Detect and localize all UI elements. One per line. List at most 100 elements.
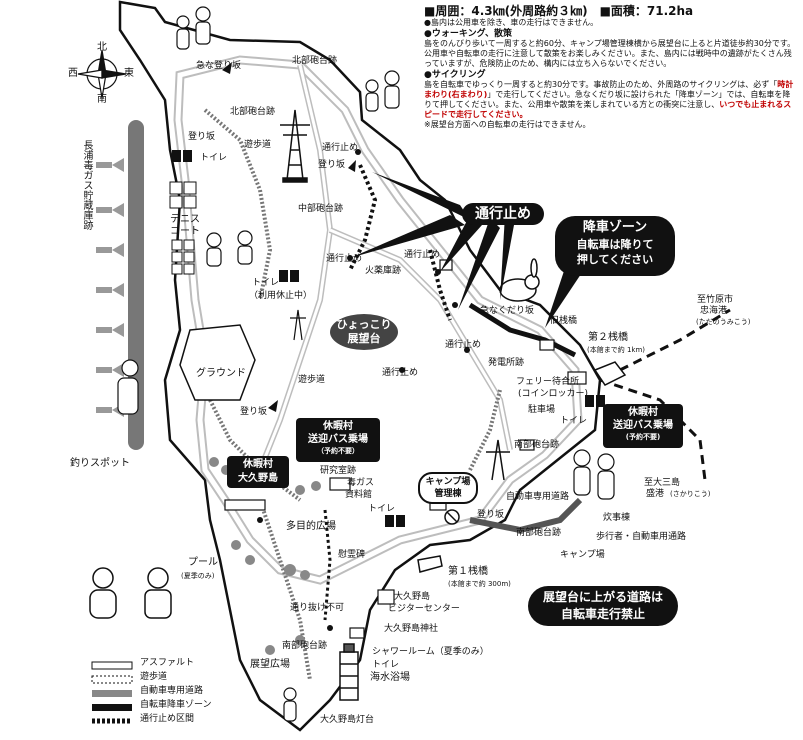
label-monument: 慰霊碑 bbox=[338, 550, 366, 560]
closed-section-3 bbox=[323, 509, 332, 621]
label-toilet-2-note: （利用休止中） bbox=[249, 291, 313, 301]
trail-4 bbox=[468, 389, 502, 471]
label-poison-gas-2: 資料館 bbox=[345, 490, 373, 500]
cycling-red-1: 時計まわり(右まわり) bbox=[424, 80, 794, 99]
uphill-arrows bbox=[222, 62, 356, 412]
label-closed-3: 通行止め bbox=[326, 254, 363, 264]
label-uphill-2: 登り坂 bbox=[318, 160, 346, 170]
label-to-omishima-3: (さかりこう) bbox=[670, 490, 711, 498]
bus-east-note: (予約不要) bbox=[625, 433, 661, 441]
ground-field bbox=[179, 324, 256, 401]
compass-south: 南 bbox=[97, 94, 107, 105]
no-entry-callout-rays bbox=[350, 172, 514, 310]
dismount-zone-path bbox=[468, 302, 577, 358]
cycling-text: 島を自転車でゆっくり一周すると約30分です。事故防止のため、外周路のサイクリング… bbox=[424, 80, 798, 120]
legend-label-car: 自動車専用道路 bbox=[140, 686, 204, 696]
walking-heading: ●ウォーキング、散策 bbox=[424, 29, 512, 39]
legend-row: アスファルト bbox=[92, 658, 282, 670]
car-road bbox=[469, 497, 583, 534]
legend-row: 自動車専用道路 bbox=[92, 686, 282, 698]
dismount-callout-pointer bbox=[545, 268, 585, 328]
label-visitor-center-1: 大久野島 bbox=[394, 592, 431, 602]
resort-label: 休暇村 大久野島 bbox=[227, 456, 289, 488]
label-south-battery-2: 南部砲台跡 bbox=[516, 528, 562, 538]
label-south-battery: 南部砲台跡 bbox=[514, 440, 560, 450]
observatory-line2: 展望台 bbox=[347, 332, 381, 345]
label-power-plant: 発電所跡 bbox=[488, 358, 525, 368]
label-cooking: 炊事棟 bbox=[603, 513, 631, 523]
info-panel: ■周囲：4.3㎞(外周路約３㎞) ■面積：71.2ha ●島内は公用車を除き、車… bbox=[424, 4, 798, 130]
note-vehicles: ●島内は公用車を除き、車の走行はできません。 bbox=[424, 18, 599, 27]
compass bbox=[77, 49, 127, 99]
compass-north: 北 bbox=[97, 42, 107, 53]
label-beach: 海水浴場 bbox=[370, 672, 410, 683]
label-to-omishima-2: 盛港 bbox=[646, 489, 665, 499]
resort-line2: 大久野島 bbox=[238, 473, 278, 484]
bus-east-line1: 休暇村 bbox=[628, 407, 658, 418]
cycling-text-2: 」で走行してください。急なくだり坂に設けられた「降車ゾーン」では、自転車を降りて… bbox=[424, 90, 791, 109]
walking-text: 島をのんびり歩いて一周すると約60分、キャンプ場管理棟横から展望台に上ると片道徒… bbox=[424, 39, 796, 68]
trail-3 bbox=[258, 499, 312, 681]
power-pylon-north bbox=[280, 109, 310, 183]
bus-west-line1: 休暇村 bbox=[323, 421, 353, 432]
label-shower: シャワールーム（夏季のみ） bbox=[372, 647, 489, 657]
label-uphill-3: 登り坂 bbox=[240, 407, 268, 417]
label-poison-gas-1: 毒ガス bbox=[347, 478, 375, 488]
label-old-pier: 旧桟橋 bbox=[550, 316, 578, 326]
label-visitor-center-2: ビジターセンター bbox=[388, 604, 460, 614]
label-lighthouse: 大久野島灯台 bbox=[320, 715, 375, 725]
label-pier2-note: (本館まで約 1km) bbox=[587, 346, 646, 354]
label-steep-up-top: 急な登り坂 bbox=[196, 61, 242, 71]
label-to-takehara-2: 忠海港 bbox=[700, 306, 728, 316]
label-uphill-1: 登り坂 bbox=[188, 132, 216, 142]
legend-label-trail: 遊歩道 bbox=[140, 672, 168, 682]
cycling-heading: ●サイクリング bbox=[424, 70, 486, 80]
label-ped-car: 歩行者・自動車用通路 bbox=[596, 532, 687, 542]
pool-figures bbox=[89, 567, 172, 619]
legend-swatches bbox=[91, 661, 133, 724]
dismount-zone-callout: 降車ゾーン 自転車は降りて 押してください bbox=[555, 216, 675, 276]
label-tennis-2: コート bbox=[170, 226, 200, 237]
label-ground: グラウンド bbox=[196, 368, 246, 379]
gas-storage-arrows bbox=[96, 158, 124, 417]
label-pier1: 第１桟橋 bbox=[448, 566, 488, 577]
cycling-text-1: 島を自転車でゆっくり一周すると約30分です。事故防止のため、外周路のサイクリング… bbox=[424, 80, 778, 89]
label-to-omishima-1: 至大三島 bbox=[644, 478, 681, 488]
legend-row: 通行止め区間 bbox=[92, 714, 282, 726]
label-car-road: 自動車専用道路 bbox=[506, 492, 570, 502]
trail-1 bbox=[203, 108, 273, 301]
camp-line2: 管理棟 bbox=[434, 489, 462, 499]
power-pylon-south bbox=[486, 439, 510, 481]
no-entry-callout: 通行止め bbox=[462, 203, 544, 225]
resort-line1: 休暇村 bbox=[243, 459, 273, 470]
label-parking: 駐車場 bbox=[528, 405, 556, 415]
shuttle-bus-stop-east: 休暇村 送迎バス乗場 (予約不要) bbox=[603, 404, 683, 448]
observatory-label: ひょっこり 展望台 bbox=[330, 314, 398, 350]
gas-storage-text: 長浦毒ガス貯蔵庫跡 bbox=[81, 140, 92, 230]
legend-label-asphalt: アスファルト bbox=[140, 658, 195, 668]
bike-ban-callout: 展望台に上がる道路は 自転車走行禁止 bbox=[528, 586, 678, 626]
cycling-note: ※展望台方面への自転車の走行はできません。 bbox=[424, 120, 591, 129]
legend-row: 遊歩道 bbox=[92, 672, 282, 684]
label-path-1: 遊歩道 bbox=[244, 140, 272, 150]
legend-label-closed: 通行止め区間 bbox=[140, 714, 195, 724]
tennis-courts bbox=[169, 181, 197, 275]
camp-line1: キャンプ場 bbox=[425, 477, 471, 487]
label-south-battery-3: 南部砲台跡 bbox=[282, 641, 328, 651]
toilet-icons bbox=[172, 150, 605, 527]
closed-section-2 bbox=[428, 249, 452, 321]
dismount-line2: 押してください bbox=[576, 253, 654, 266]
label-north-battery: 北部砲台跡 bbox=[292, 56, 338, 66]
label-toilet-1: トイレ bbox=[200, 153, 228, 163]
label-closed-4: 通行止め bbox=[445, 340, 482, 350]
island-stats: ■周囲：4.3㎞(外周路約３㎞) ■面積：71.2ha bbox=[424, 4, 694, 18]
label-closed-1: 通行止め bbox=[322, 143, 359, 153]
dismount-title: 降車ゾーン bbox=[582, 220, 648, 235]
label-pool-note: (夏季のみ) bbox=[181, 572, 215, 580]
label-arsenal: 火薬庫跡 bbox=[365, 266, 402, 276]
label-observation-plaza: 展望広場 bbox=[250, 659, 290, 670]
label-north-battery-2: 北部砲台跡 bbox=[230, 107, 276, 117]
bus-west-note: （予約不要） bbox=[317, 447, 359, 455]
camp-office-label: キャンプ場 管理棟 bbox=[418, 472, 478, 504]
